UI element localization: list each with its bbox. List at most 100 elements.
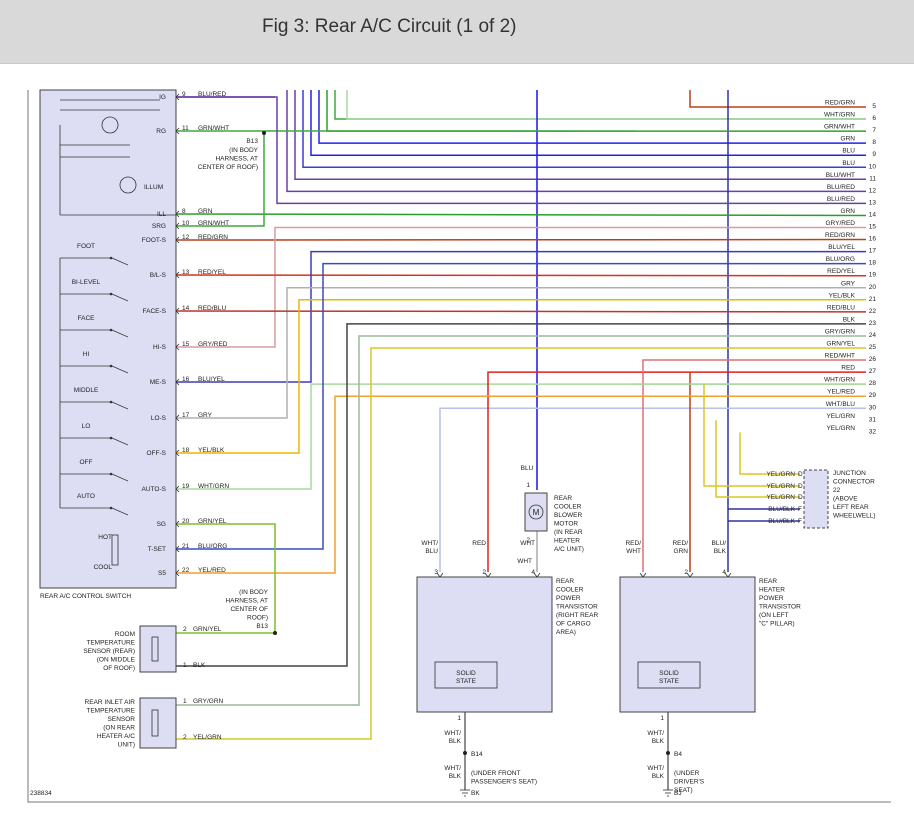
transistor-symbol: [101, 116, 119, 134]
wire-number-label: 17: [869, 248, 877, 255]
switch-pin-name: HI-S: [153, 344, 167, 351]
cool-label: COOL: [94, 564, 113, 571]
wire-number-label: 19: [869, 272, 877, 279]
heater_transistor-label: "C" PILLAR): [759, 621, 795, 628]
switch-mode-label: FACE: [78, 315, 96, 322]
pin-arrow: [175, 414, 180, 422]
wire-number-label: 7: [872, 127, 876, 134]
cooler_transistor-splice-id: B14: [471, 751, 483, 758]
diagram-frame: [27, 90, 891, 803]
switch-label: REAR A/C CONTROL SWITCH: [40, 593, 131, 600]
switch-pin-name: OFF-S: [147, 450, 167, 457]
heater_transistor-pin-wire: BLU/: [712, 540, 727, 547]
blower-pin-bottom: 2: [526, 537, 530, 544]
switch-pin-name: FACE-S: [143, 308, 167, 315]
pin-arrow: [724, 572, 732, 578]
switch-pin-number: 18: [182, 447, 190, 454]
pin-arrow: [175, 127, 180, 135]
wire-blu-red: [286, 90, 866, 193]
b13-top-note: (IN BODY: [229, 147, 259, 154]
pin-arrow: [175, 569, 180, 577]
contact-dot: [109, 256, 113, 260]
figure-id: 238834: [30, 790, 52, 797]
cooler_transistor-ground-note: (UNDER FRONT: [471, 770, 520, 777]
page-title: Fig 3: Rear A/C Circuit (1 of 2): [262, 16, 517, 37]
heater_transistor-ground-pin: 1: [660, 715, 664, 722]
room-sensor-wire: BLK: [193, 662, 206, 669]
ground-icon: [460, 789, 470, 797]
wire-blu-wht: [302, 90, 866, 168]
wire-t-set: [176, 262, 866, 550]
cooler_transistor-ground-wire2: BLK: [449, 773, 462, 780]
wire-color-label: YEL/GRN: [826, 413, 855, 420]
cooler_transistor-label: (RIGHT REAR: [556, 612, 598, 619]
switch-pin-number: 16: [182, 376, 190, 383]
wire-number-label: 29: [869, 392, 877, 399]
switch-pin-name: IG: [159, 94, 166, 101]
junction-wire-color: YEL/GRN: [766, 494, 795, 501]
junction-label: 22: [833, 487, 841, 494]
wire-number-label: 27: [869, 368, 877, 375]
switch-wire-color: GRY: [198, 412, 213, 419]
wire-blu: [318, 90, 866, 144]
junction-wire-color: BLU/BLK: [768, 506, 795, 513]
switch-pin-number: 10: [182, 220, 190, 227]
wire-number-label: 20: [869, 284, 877, 291]
switch-wire-color: BLU/YEL: [198, 376, 225, 383]
motor-icon: [528, 504, 544, 520]
inlet-sensor-label: SENSOR: [108, 716, 136, 723]
blower-label: HEATER: [554, 538, 580, 545]
cooler_transistor-label: OF CARGO: [556, 621, 591, 628]
wire-grn-wht: [334, 90, 866, 120]
room-sensor-label: OF ROOF): [103, 665, 135, 672]
component-layer: [39, 89, 829, 797]
switch-mode-label: OFF: [80, 459, 93, 466]
wire-color-label: YEL/GRN: [826, 425, 855, 432]
switch-pin-name: S5: [158, 570, 166, 577]
wire-color-label: RED/WHT: [825, 353, 855, 360]
wire-auto-s: [176, 383, 866, 490]
junction-wire-color: YEL/GRN: [766, 483, 795, 490]
junction-label: LEFT REAR: [833, 504, 869, 511]
inlet-sensor-wire: GRY/GRN: [193, 698, 224, 705]
switch-blade: [111, 365, 129, 374]
heater_transistor-pin-wire: RED/: [625, 540, 641, 547]
wire-color-label: WHT/GRN: [824, 112, 855, 119]
wire-color-label: YEL/BLK: [829, 292, 856, 299]
pin-arrow: [436, 572, 444, 578]
switch-pin-name: SRG: [152, 223, 166, 230]
junction-pin: D: [798, 471, 803, 478]
wire-color-label: BLU: [842, 148, 855, 155]
pin-arrow: [175, 210, 180, 218]
inlet-sensor-label: REAR INLET AIR: [85, 699, 136, 706]
heater_transistor-pin-wire: RED/: [672, 540, 688, 547]
switch-blade: [111, 293, 129, 302]
blower-label: BLOWER: [554, 512, 582, 519]
heater_transistor-pin-wire2: BLK: [714, 548, 727, 555]
switch-wire-color: RED/GRN: [198, 234, 228, 241]
switch-wire-color: BLU/ORG: [198, 543, 227, 550]
wire-color-label: BLU/RED: [827, 196, 855, 203]
inlet-sensor-label: HEATER A/C: [97, 733, 135, 740]
cooler_transistor-label: TRANSISTOR: [556, 604, 598, 611]
switch-mode-label: MIDDLE: [74, 387, 99, 394]
wire-color-label: BLU: [842, 160, 855, 167]
wire-number-label: 18: [869, 260, 877, 267]
motor-symbol: M: [533, 508, 540, 517]
wire-number-label: 25: [869, 344, 877, 351]
wire-number-label: 6: [872, 115, 876, 122]
wire-number-label: 9: [872, 151, 876, 158]
cooler_transistor-ground-id: BK: [471, 790, 480, 797]
switch-mode-label: LO: [82, 423, 91, 430]
splice-dot: [463, 751, 467, 755]
wire-inlet-2: [176, 347, 866, 740]
heater_transistor-ground-wire-label: BLK: [652, 738, 665, 745]
cooler_transistor-ground-note: PASSENGER'S SEAT): [471, 779, 537, 786]
b13-bottom-note: HARNESS, AT: [225, 598, 268, 605]
switch-wire-color: RED/BLU: [198, 305, 226, 312]
switch-pin-number: 9: [182, 91, 186, 98]
wire-me-s: [176, 250, 866, 383]
switch-pin-name: FOOT-S: [142, 237, 167, 244]
junction-connector-22: [803, 469, 829, 529]
junction-label: (ABOVE: [833, 496, 858, 503]
